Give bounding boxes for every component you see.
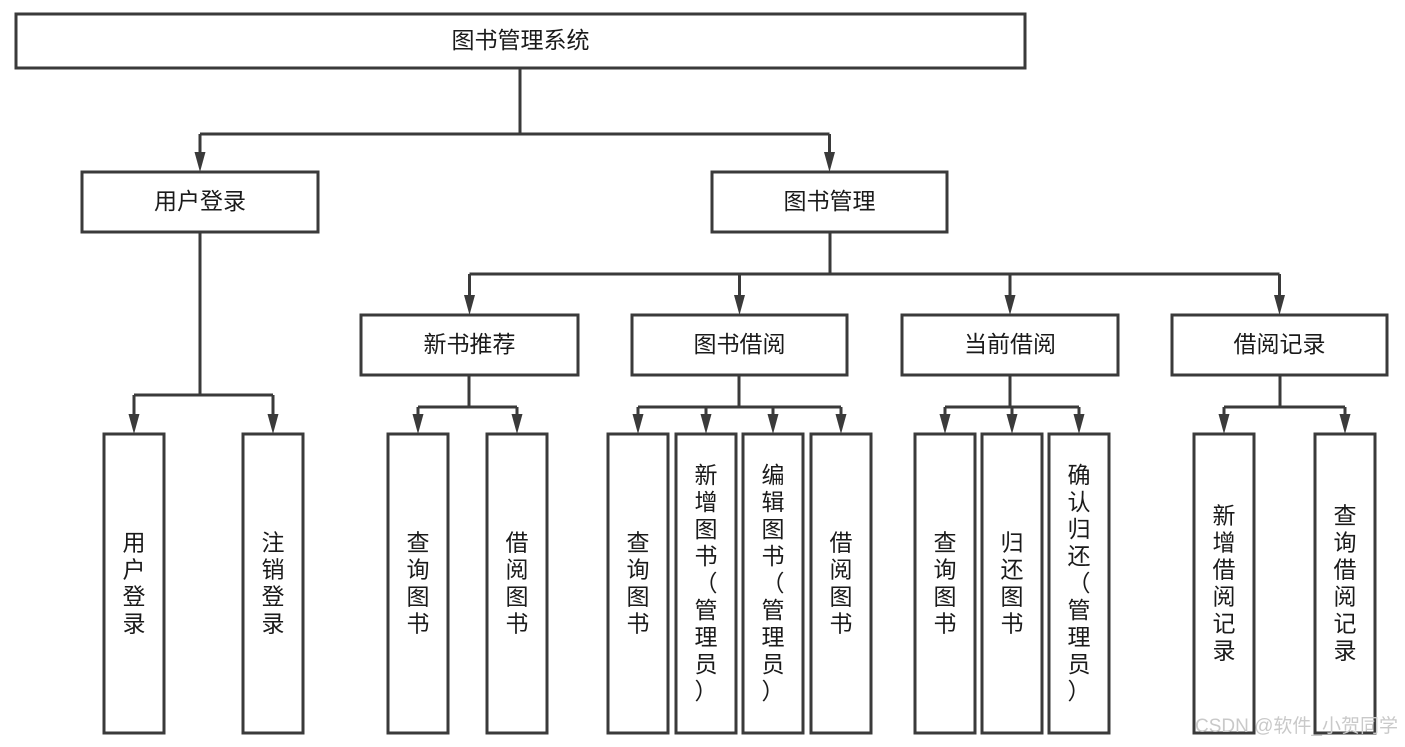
node-leaf-query-book-1-label: 查询图书 [407, 530, 430, 637]
connector-borrowrecord-to-leaves-drop-0-arrowhead [1218, 414, 1230, 434]
node-leaf-confirm-return-label: 确认归还（管理员） [1068, 462, 1091, 704]
node-leaf-query-book-2-label: 查询图书 [627, 530, 650, 637]
node-root[interactable]: 图书管理系统 [14, 12, 1027, 70]
node-new-book-recommend[interactable]: 新书推荐 [359, 313, 580, 377]
node-leaf-user-login-label: 用户登录 [123, 530, 146, 637]
csdn-watermark: CSDN @软件_小贺同学 [1195, 715, 1398, 737]
node-leaf-logout-box[interactable] [241, 432, 305, 735]
connector-userlogin-to-leaves-drop-1-arrowhead [267, 414, 279, 434]
node-borrow-record-label: 借阅记录 [1234, 331, 1326, 357]
node-user-login-box[interactable] [80, 170, 320, 234]
connector-bookmanage-to-l3-drop-0-arrowhead [464, 295, 475, 315]
connector-bookborrow-to-leaves-drop-0-arrowhead [632, 414, 644, 434]
node-leaf-query-record-label: 查询借阅记录 [1334, 503, 1357, 664]
connector-bookmanage-to-l3-drop-1-arrowhead [734, 295, 745, 315]
node-leaf-edit-book-box[interactable] [741, 432, 805, 735]
node-leaf-borrow-book-1-box[interactable] [485, 432, 549, 735]
connector-bookmanage-to-l3-drop-2-arrowhead [1004, 295, 1016, 315]
connector-newbook-to-leaves-drop-1-arrowhead [511, 414, 523, 434]
node-leaf-logout-label: 注销登录 [262, 530, 285, 637]
node-leaf-add-book-label: 新增图书（管理员） [695, 462, 718, 704]
node-user-login[interactable]: 用户登录 [80, 170, 320, 234]
node-root-label: 图书管理系统 [452, 27, 590, 53]
node-root-box[interactable] [14, 12, 1027, 70]
nodes-layer: 图书管理系统用户登录图书管理新书推荐图书借阅当前借阅借阅记录用户登录注销登录查询… [14, 12, 1389, 735]
node-book-manage-box[interactable] [710, 170, 949, 234]
connector-currentborrow-to-leaves-drop-2-arrowhead [1073, 414, 1085, 434]
node-current-borrow-label: 当前借阅 [964, 331, 1056, 357]
node-leaf-user-login[interactable]: 用户登录 [102, 432, 166, 735]
connector-currentborrow-to-leaves-drop-1-arrowhead [1006, 414, 1018, 434]
node-leaf-return-book-box[interactable] [980, 432, 1044, 735]
node-leaf-confirm-return[interactable]: 确认归还（管理员） [1047, 432, 1111, 735]
node-leaf-query-book-3-label: 查询图书 [934, 530, 957, 637]
connector-currentborrow-to-leaves-drop-0-arrowhead [939, 414, 951, 434]
node-book-borrow-box[interactable] [630, 313, 849, 377]
connector-bookborrow-to-leaves-drop-3-arrowhead [835, 414, 847, 434]
node-user-login-label: 用户登录 [154, 188, 246, 214]
node-leaf-logout[interactable]: 注销登录 [241, 432, 305, 735]
node-borrow-record[interactable]: 借阅记录 [1170, 313, 1389, 377]
node-book-borrow[interactable]: 图书借阅 [630, 313, 849, 377]
node-leaf-query-book-3[interactable]: 查询图书 [913, 432, 977, 735]
node-leaf-query-record-box[interactable] [1313, 432, 1377, 735]
node-leaf-add-record[interactable]: 新增借阅记录 [1192, 432, 1256, 735]
node-leaf-add-record-box[interactable] [1192, 432, 1256, 735]
node-current-borrow[interactable]: 当前借阅 [900, 313, 1120, 377]
node-leaf-confirm-return-box[interactable] [1047, 432, 1111, 735]
connector-bookborrow-to-leaves-drop-2-arrowhead [767, 414, 779, 434]
node-book-manage[interactable]: 图书管理 [710, 170, 949, 234]
connector-userlogin-to-leaves-drop-0-arrowhead [128, 414, 140, 434]
node-leaf-query-book-1[interactable]: 查询图书 [386, 432, 450, 735]
node-leaf-edit-book[interactable]: 编辑图书（管理员） [741, 432, 805, 735]
connector-borrowrecord-to-leaves-drop-1-arrowhead [1339, 414, 1351, 434]
connectors-layer [128, 68, 1351, 434]
node-book-borrow-label: 图书借阅 [694, 331, 786, 357]
node-current-borrow-box[interactable] [900, 313, 1120, 377]
connector-newbook-to-leaves-drop-0-arrowhead [412, 414, 424, 434]
node-leaf-return-book-label: 归还图书 [1001, 530, 1024, 637]
node-leaf-borrow-book-1-label: 借阅图书 [506, 530, 529, 637]
node-new-book-recommend-box[interactable] [359, 313, 580, 377]
connector-bookmanage-to-l3-drop-3-arrowhead [1274, 295, 1285, 315]
node-leaf-edit-book-label: 编辑图书（管理员） [762, 462, 785, 704]
node-leaf-add-book-box[interactable] [674, 432, 738, 735]
node-leaf-add-book[interactable]: 新增图书（管理员） [674, 432, 738, 735]
connector-bookborrow-to-leaves-drop-1-arrowhead [700, 414, 712, 434]
node-leaf-borrow-book-2-box[interactable] [809, 432, 873, 735]
node-leaf-add-record-label: 新增借阅记录 [1213, 503, 1236, 664]
node-leaf-user-login-box[interactable] [102, 432, 166, 735]
node-leaf-return-book[interactable]: 归还图书 [980, 432, 1044, 735]
node-leaf-query-book-1-box[interactable] [386, 432, 450, 735]
node-leaf-borrow-book-1[interactable]: 借阅图书 [485, 432, 549, 735]
node-leaf-borrow-book-2[interactable]: 借阅图书 [809, 432, 873, 735]
node-leaf-query-book-2-box[interactable] [606, 432, 670, 735]
node-leaf-query-record[interactable]: 查询借阅记录 [1313, 432, 1377, 735]
node-leaf-query-book-3-box[interactable] [913, 432, 977, 735]
node-leaf-query-book-2[interactable]: 查询图书 [606, 432, 670, 735]
node-borrow-record-box[interactable] [1170, 313, 1389, 377]
node-new-book-recommend-label: 新书推荐 [424, 331, 516, 357]
connector-root-to-l2-drop-1-arrowhead [824, 152, 835, 172]
node-leaf-borrow-book-2-label: 借阅图书 [830, 530, 853, 637]
node-book-manage-label: 图书管理 [784, 188, 876, 214]
connector-root-to-l2-drop-0-arrowhead [194, 152, 206, 172]
